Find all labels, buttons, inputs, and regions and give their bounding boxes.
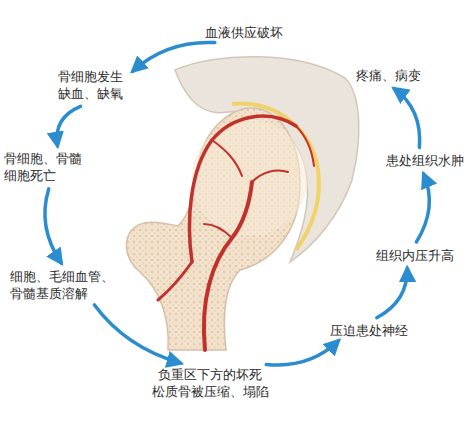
step-text: 骨细胞发生 缺血、缺氧 [58, 68, 128, 102]
step-text-node: 患处组织水肿 [386, 152, 464, 169]
step-text: 患处组织水肿 [386, 152, 464, 169]
step-text-node: 压迫患处神经 [330, 322, 408, 339]
step-text: 细胞、毛细血管、 骨髓基质溶解 [10, 268, 120, 302]
step-text-node: 组织内压升高 [376, 247, 454, 264]
cycle-arrow [133, 42, 215, 71]
step-text: 组织内压升高 [376, 247, 454, 264]
cycle-arrow [57, 106, 81, 145]
step-text-node: 细胞、毛细血管、 骨髓基质溶解 [10, 268, 120, 302]
femoral-head [192, 120, 308, 236]
cycle-arrow [94, 305, 180, 363]
step-text: 骨细胞、骨髓 细胞死亡 [4, 150, 86, 184]
step-text-node: 血液供应破坏 [205, 24, 283, 41]
step-text-node: 负重区下方的坏死 松质骨被压缩、塌陷 [148, 366, 272, 400]
cycle-arrow [377, 268, 407, 317]
blood-vessels [158, 116, 314, 350]
cycle-arrow [266, 341, 338, 365]
cycle-arrow [416, 174, 429, 242]
step-text: 压迫患处神经 [330, 322, 408, 339]
step-text-node: 骨细胞发生 缺血、缺氧 [58, 68, 128, 102]
step-text: 负重区下方的坏死 松质骨被压缩、塌陷 [148, 366, 272, 400]
step-text-node: 骨细胞、骨髓 细胞死亡 [4, 150, 86, 184]
cycle-arrow [394, 89, 420, 148]
step-text: 疼痛、病变 [356, 67, 421, 84]
step-text-node: 疼痛、病变 [356, 67, 421, 84]
step-text: 血液供应破坏 [205, 24, 283, 41]
cycle-arrow [45, 189, 61, 263]
